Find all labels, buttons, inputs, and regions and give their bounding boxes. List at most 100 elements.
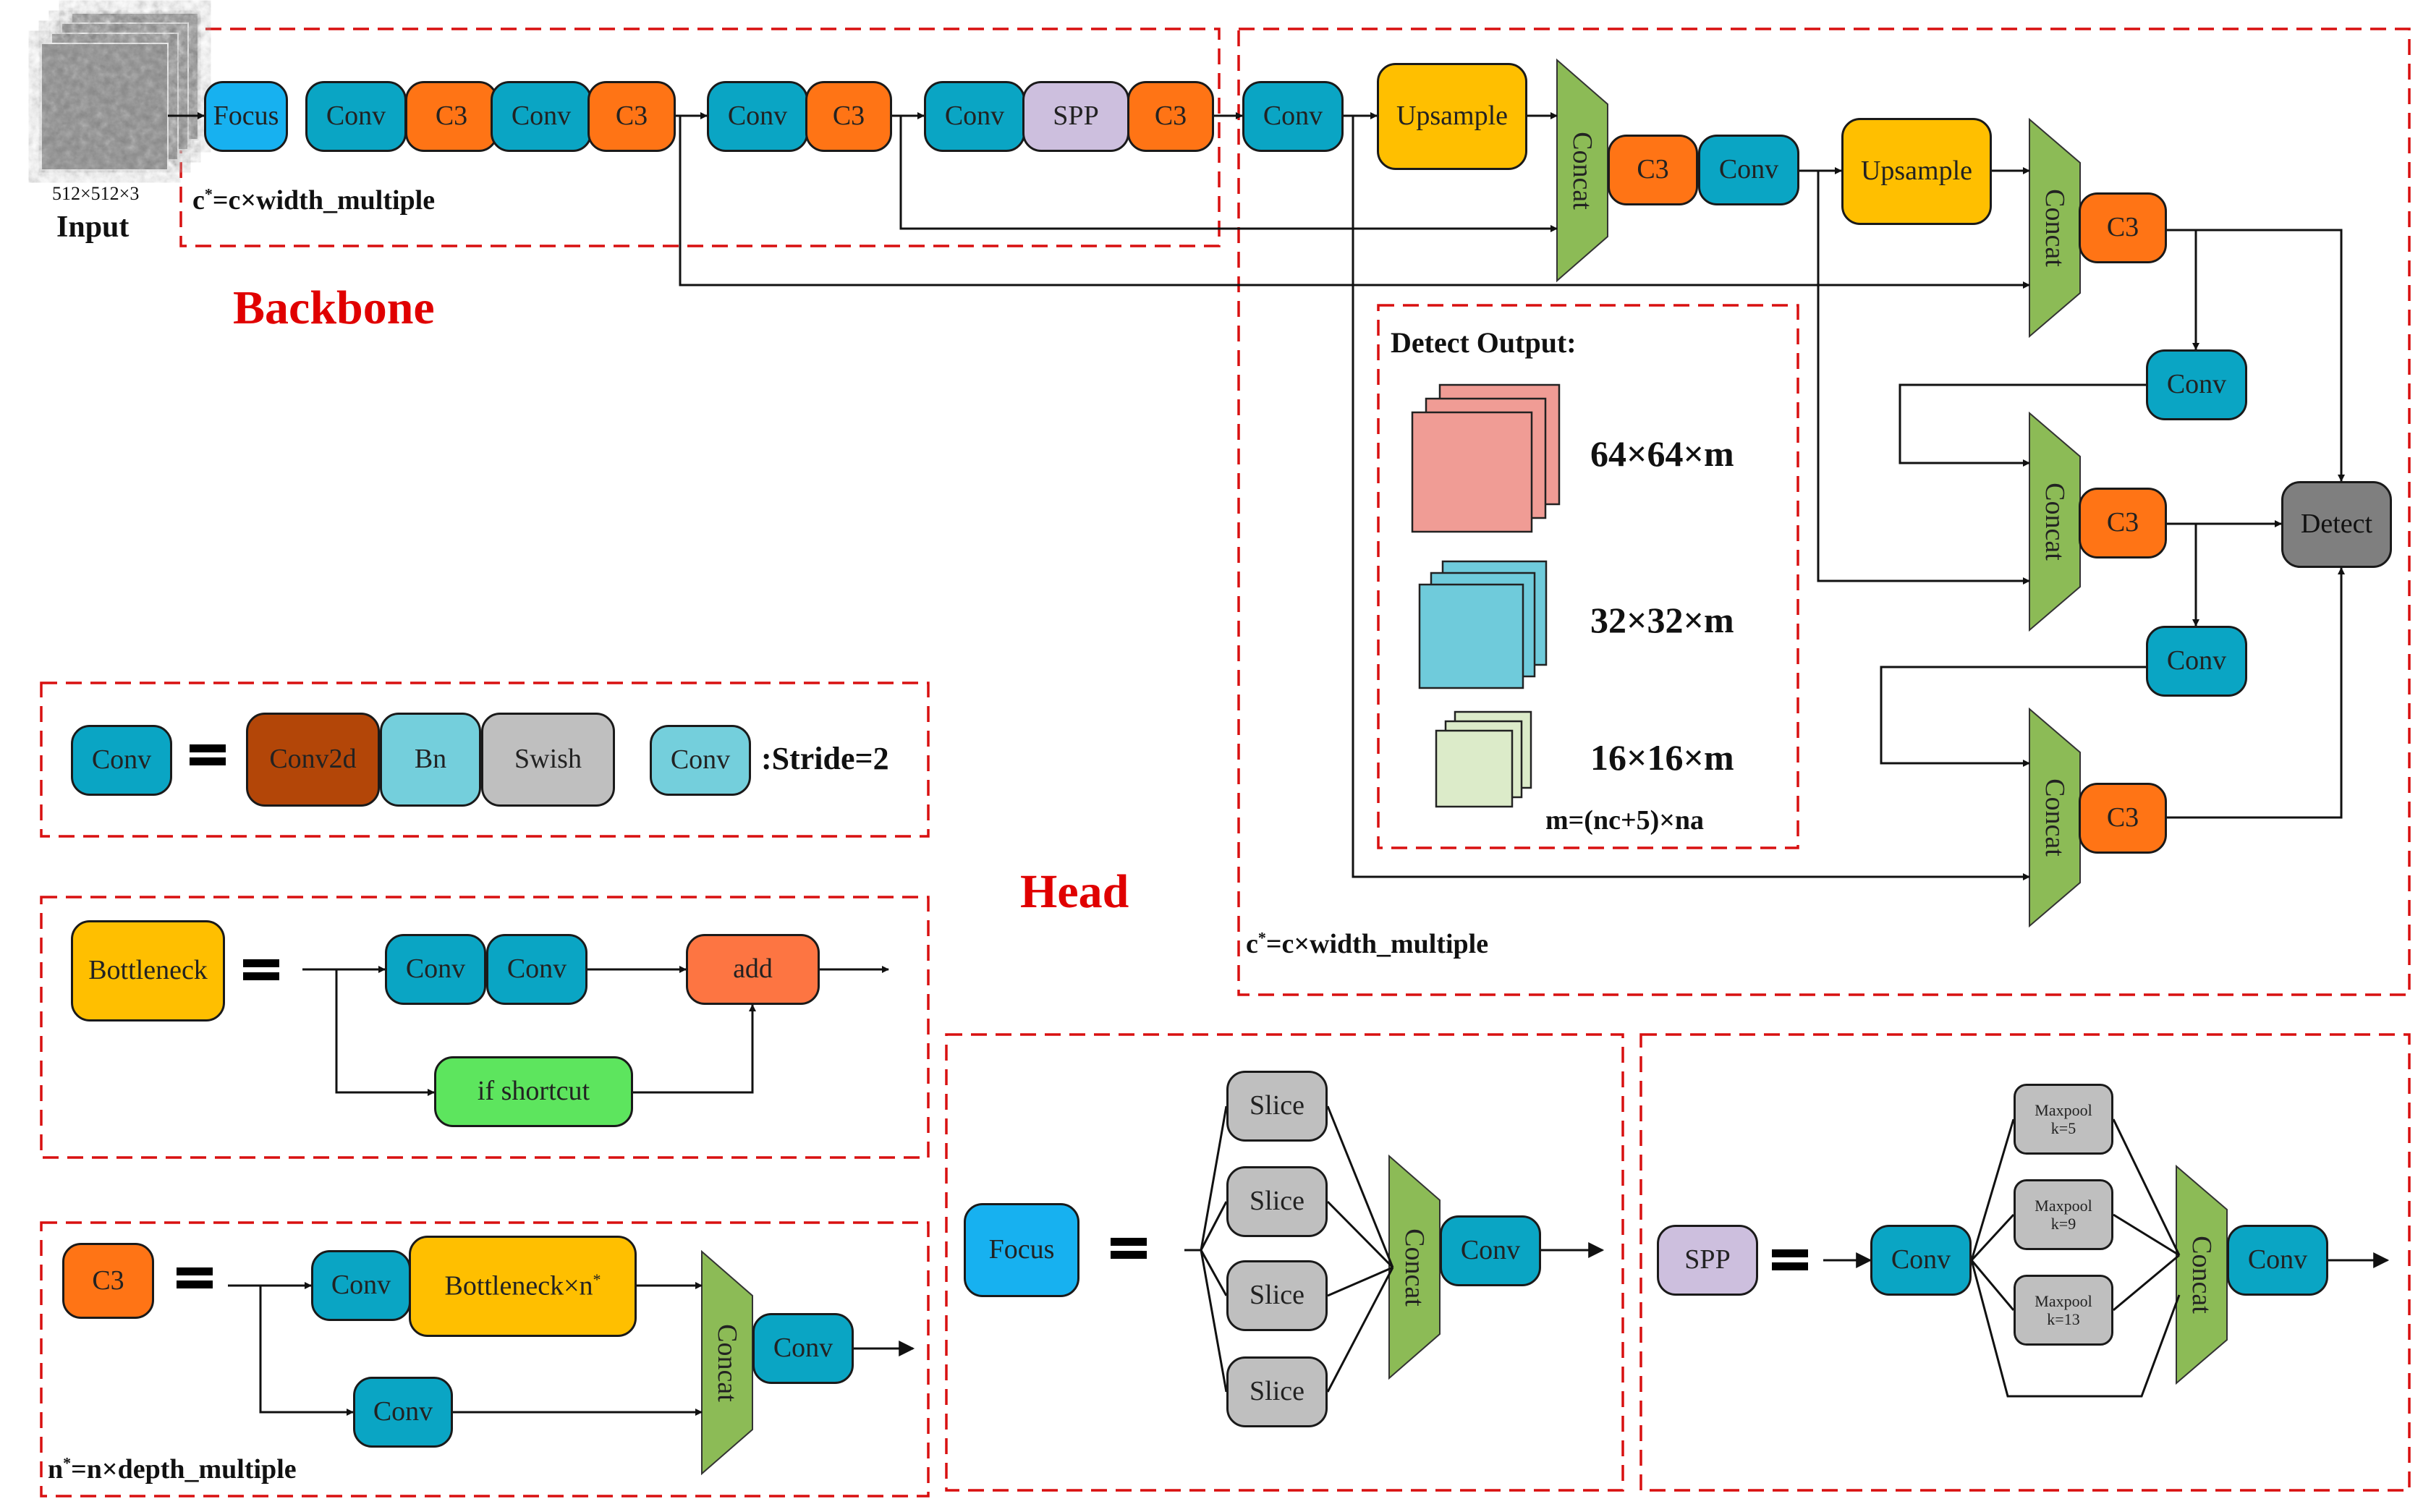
head-detect-block: Detect bbox=[2281, 481, 2392, 568]
stride2-conv-block: Conv bbox=[650, 725, 751, 796]
backbone-c3-block-5: C3 bbox=[587, 81, 676, 152]
head-c3-block-1: C3 bbox=[1608, 135, 1698, 205]
spp-identity-path bbox=[1970, 1260, 2181, 1398]
detect-output-16: 16×16×m bbox=[1590, 737, 1734, 778]
equals-sign-c3 bbox=[177, 1262, 213, 1294]
head-concat-block-1 bbox=[1556, 58, 1608, 283]
backbone-c3-block-10: C3 bbox=[1127, 81, 1214, 152]
arrow-c3-branch bbox=[259, 1286, 354, 1416]
detect-output-square-32-layer-1 bbox=[1418, 583, 1524, 689]
bn-block: Bn bbox=[380, 713, 481, 807]
backbone-title: Backbone bbox=[233, 281, 435, 334]
detect-output-32: 32×32×m bbox=[1590, 600, 1734, 640]
detect-output-formula: m=(nc+5)×na bbox=[1545, 805, 1705, 836]
backbone-focus-block-1: Focus bbox=[204, 81, 288, 152]
add-block: add bbox=[686, 934, 820, 1005]
bottleneck-legend-lhs-block: Bottleneck bbox=[71, 920, 225, 1022]
swish-block: Swish bbox=[481, 713, 615, 807]
c3-legend-frame bbox=[40, 1221, 930, 1498]
c3-legend-concat-block bbox=[701, 1249, 753, 1476]
head-c3-block-2: C3 bbox=[2079, 192, 2167, 263]
focus-legend-concat-block bbox=[1388, 1154, 1441, 1380]
detect-output-square-64-layer-1 bbox=[1411, 411, 1533, 533]
spp-legend-conv-out-block: Conv bbox=[2227, 1225, 2328, 1296]
bottleneck-legend-frame bbox=[40, 896, 930, 1159]
focus-fan-out-4 bbox=[1326, 1267, 1394, 1393]
input-label: Input bbox=[56, 211, 130, 244]
focus-legend-lhs-block: Focus bbox=[964, 1203, 1079, 1297]
head-width-note: c*=c×width_multiple bbox=[1246, 928, 1489, 959]
focus-fan-out-1 bbox=[1326, 1105, 1394, 1268]
head-concat-block-4-label: Concat bbox=[2040, 778, 2070, 857]
focus-slice-block-3: Slice bbox=[1226, 1260, 1328, 1331]
backbone-conv-block-6: Conv bbox=[707, 81, 808, 152]
detect-output-title: Detect Output: bbox=[1391, 326, 1577, 359]
spp-legend-conv-in-block: Conv bbox=[1870, 1225, 1972, 1296]
arrow-bottleneck-shortcut bbox=[335, 969, 435, 1096]
focus-slice-block-2: Slice bbox=[1226, 1166, 1328, 1237]
detect-output-square-16-layer-1 bbox=[1435, 729, 1514, 808]
focus-fan-in-4 bbox=[1200, 1249, 1228, 1393]
focus-fan-in-1 bbox=[1200, 1105, 1228, 1251]
backbone-spp-block-9: SPP bbox=[1022, 81, 1129, 152]
detect-output-frame bbox=[1377, 304, 1799, 849]
conv2d-block: Conv2d bbox=[246, 713, 380, 807]
head-conv-block-4: Conv bbox=[2146, 626, 2247, 697]
equals-sign-focus bbox=[1111, 1233, 1147, 1264]
c3-legend-conv-block-2: Conv bbox=[353, 1377, 453, 1448]
c3-legend-conv-block-1: Conv bbox=[311, 1250, 411, 1321]
head-concat-block-2-label: Concat bbox=[2040, 189, 2070, 267]
backbone-conv-block-2: Conv bbox=[305, 81, 407, 152]
input-size-label: 512×512×3 bbox=[52, 183, 140, 204]
depth-note: n*=n×depth_multiple bbox=[48, 1453, 297, 1485]
head-conv-block-3: Conv bbox=[2146, 349, 2247, 420]
head-concat-block-1-label: Concat bbox=[1567, 131, 1598, 210]
head-c3-block-3: C3 bbox=[2079, 488, 2167, 558]
equals-sign-conv bbox=[190, 739, 226, 770]
focus-slice-block-1: Slice bbox=[1226, 1071, 1328, 1142]
backbone-conv-block-4: Conv bbox=[491, 81, 592, 152]
spp-legend-frame bbox=[1639, 1033, 2411, 1492]
spp-legend-concat-block bbox=[2176, 1164, 2228, 1385]
backbone-c3-block-3: C3 bbox=[405, 81, 498, 152]
c3-legend-bottleneck-label: Bottleneck×n* bbox=[444, 1270, 601, 1301]
equals-sign-spp bbox=[1772, 1244, 1808, 1275]
spp-fan-out-2 bbox=[2113, 1213, 2180, 1257]
c3-legend-lhs-block: C3 bbox=[62, 1243, 154, 1319]
head-conv-block-1: Conv bbox=[1242, 81, 1344, 152]
bottleneck-conv-block-1: Conv bbox=[385, 934, 486, 1005]
head-concat-block-2 bbox=[2029, 117, 2081, 339]
bottleneck-conv-block-2: Conv bbox=[486, 934, 587, 1005]
arrow-skip-backbone-c3-to-concat-1 bbox=[899, 116, 1558, 232]
head-c3-block-4: C3 bbox=[2079, 783, 2167, 854]
arrow-conv-2-to-concat-3 bbox=[1817, 171, 2030, 585]
c3-legend-conv-out-block: Conv bbox=[752, 1313, 854, 1384]
arrow-shortcut-add bbox=[633, 1004, 756, 1094]
head-frame bbox=[1237, 27, 2411, 996]
backbone-width-note: c*=c×width_multiple bbox=[192, 184, 436, 216]
arrow-conv-3-to-concat-3 bbox=[1898, 383, 2146, 467]
detect-output-64: 64×64×m bbox=[1590, 433, 1734, 474]
spp-legend-lhs-block: SPP bbox=[1657, 1225, 1758, 1296]
head-upsample-block-1: Upsample bbox=[1377, 63, 1527, 170]
c3-legend-concat-block-label: Concat bbox=[712, 1323, 742, 1402]
c3-legend-bottleneck-block: Bottleneck×n* bbox=[409, 1236, 637, 1337]
spp-fan-out-3 bbox=[2113, 1254, 2180, 1312]
head-title: Head bbox=[1020, 865, 1129, 918]
arrow-conv-4-to-concat-4 bbox=[1880, 666, 2146, 767]
arrow-c3-4-to-detect bbox=[2167, 567, 2345, 819]
spp-fan-in-2 bbox=[1970, 1213, 2015, 1262]
focus-fan-in-3 bbox=[1200, 1249, 1228, 1296]
head-concat-block-3 bbox=[2029, 411, 2081, 632]
arrow-conv-1-to-concat-4 bbox=[1352, 116, 2030, 880]
arrow-skip-backbone-c3-to-concat-2 bbox=[679, 116, 2030, 289]
head-conv-block-2: Conv bbox=[1698, 135, 1799, 205]
conv-legend-lhs-block: Conv bbox=[71, 725, 172, 796]
head-concat-block-3-label: Concat bbox=[2040, 483, 2070, 561]
head-upsample-block-2: Upsample bbox=[1841, 118, 1992, 225]
